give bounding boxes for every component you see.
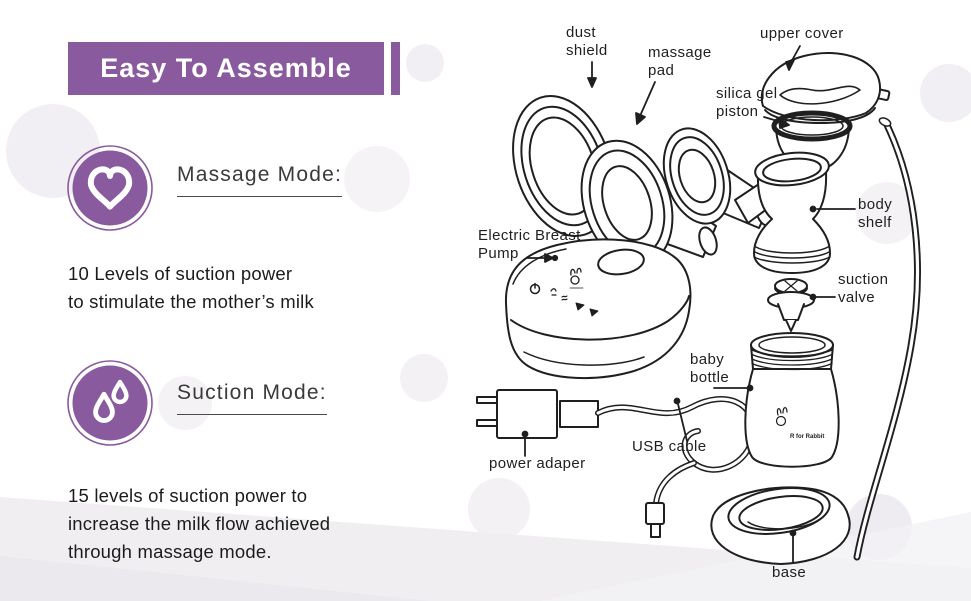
label-body-shelf: body shelf: [858, 196, 893, 231]
leader-lines: [521, 45, 856, 563]
bg-circle: [920, 64, 971, 122]
part-electric-breast-pump: [504, 238, 692, 380]
water-drops-icon: [67, 360, 153, 446]
massage-mode-badge: [66, 144, 154, 232]
label-base: base: [772, 564, 807, 581]
part-suction-valve: [767, 278, 815, 332]
label-suction-valve: suction valve: [838, 271, 889, 306]
heart-icon: [67, 145, 153, 231]
part-body-shelf: [734, 151, 831, 274]
brand-logo-text: R for Rabbit: [790, 434, 824, 440]
title-banner: Easy To Assemble: [68, 42, 384, 95]
page-title: Easy To Assemble: [100, 53, 352, 83]
bg-circle: [158, 376, 212, 430]
bottle-rabbit-logo-icon: R for Rabbit: [775, 407, 824, 440]
part-power-adapter: [476, 389, 599, 439]
part-baby-bottle: R for Rabbit: [744, 332, 840, 468]
label-power-adaper: power adaper: [489, 455, 586, 472]
pump-rabbit-logo-icon: [569, 267, 584, 289]
bg-circle: [400, 354, 448, 402]
part-massage-pad: [580, 139, 718, 267]
pump-control-icons: [529, 282, 599, 317]
suction-mode-badge: [66, 359, 154, 447]
suction-mode-description: 15 levels of suction power to increase t…: [68, 485, 331, 563]
label-usb-cable: USB cable: [632, 438, 707, 455]
label-silica-gel-piston: silica gel piston: [716, 85, 778, 120]
label-upper-cover: upper cover: [760, 25, 844, 42]
suction-mode-label: Suction Mode:: [177, 381, 327, 415]
label-baby-bottle: baby bottle: [690, 351, 730, 386]
part-upper-cover: [760, 52, 891, 124]
massage-mode-description: 10 Levels of suction power to stimulate …: [68, 263, 314, 313]
part-air-tube: [853, 117, 921, 561]
part-base: [710, 486, 851, 565]
label-electric-breast-pump: Electric Breast Pump: [478, 227, 581, 262]
banner-accent-bar: [391, 42, 400, 95]
label-dust-shield: dust shield: [566, 24, 608, 59]
bg-circle: [406, 44, 444, 82]
bg-circle: [468, 478, 530, 540]
bg-circle: [344, 146, 410, 212]
massage-mode-label: Massage Mode:: [177, 163, 343, 197]
label-massage-pad: massage pad: [648, 44, 712, 79]
